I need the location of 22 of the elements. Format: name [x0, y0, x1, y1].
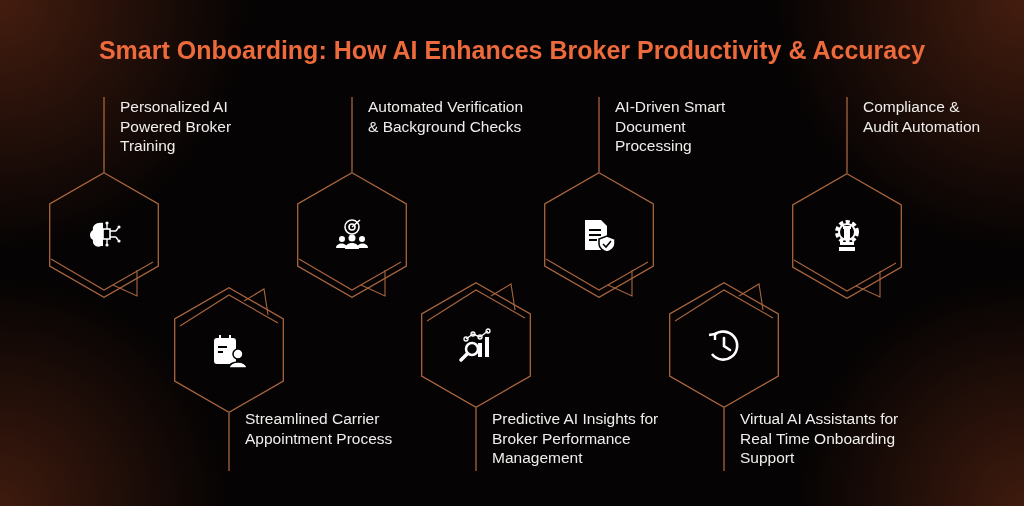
leader-line: [598, 96, 600, 173]
leader-line: [475, 407, 477, 472]
step-label: Compliance & Audit Automation: [847, 97, 982, 159]
hexagon-frame: [421, 282, 531, 408]
leader-line: [228, 412, 230, 472]
step-label: Predictive AI Insights for Broker Performance Management: [476, 409, 691, 471]
hexagon-frame: [297, 172, 407, 298]
title: Smart Onboarding: How AI Enhances Broker Productivity & Accuracy: [97, 36, 927, 65]
hexagon-frame: [174, 287, 284, 413]
leader-line: [351, 96, 353, 173]
step-label: Virtual AI Assistants for Real Time Onboarding Support: [724, 409, 909, 471]
step-label: AI-Driven Smart Document Processing: [599, 97, 759, 159]
step-label: Streamlined Carrier Appointment Process: [229, 409, 399, 471]
hexagon-frame: [669, 282, 779, 408]
step-label: Personalized AI Powered Broker Training: [104, 97, 254, 159]
hexagon-frame: [544, 172, 654, 298]
leader-line: [103, 96, 105, 173]
hexagon-frame: [792, 173, 902, 299]
leader-line: [846, 96, 848, 174]
step-label: Automated Verification & Background Checks: [352, 97, 530, 159]
hexagon-frame: [49, 172, 159, 298]
leader-line: [723, 407, 725, 472]
